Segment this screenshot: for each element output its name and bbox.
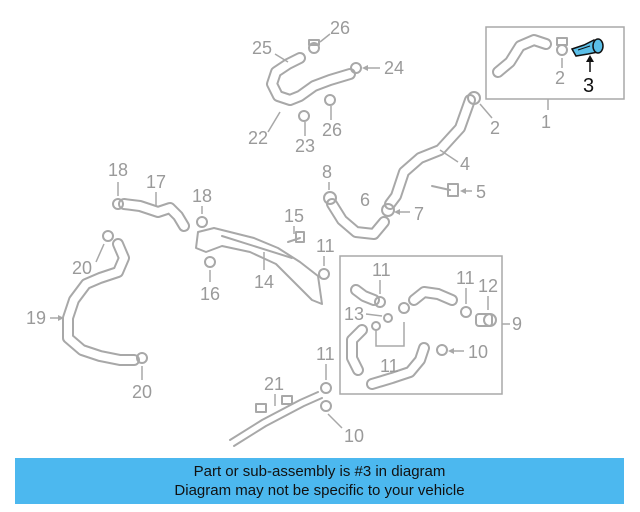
callout-22: 22 (248, 128, 268, 148)
valve-part-12 (475, 313, 497, 327)
callout-11b: 11 (372, 260, 391, 280)
highlighted-part-3 (570, 38, 604, 57)
hose-parts-in-box-9 (346, 284, 458, 390)
callout-10b: 10 (344, 426, 364, 446)
callout-19: 19 (26, 308, 46, 328)
hose-part-19 (62, 238, 140, 366)
callout-21: 21 (264, 374, 284, 394)
callout-20a: 20 (72, 258, 92, 278)
callout-4: 4 (460, 154, 470, 174)
callout-5: 5 (476, 182, 486, 202)
hose-part-17 (118, 198, 190, 232)
callout-1: 1 (541, 112, 551, 132)
callout-7: 7 (414, 204, 424, 224)
callout-15: 15 (284, 206, 304, 226)
callout-25: 25 (252, 38, 272, 58)
callout-18b: 18 (192, 186, 212, 206)
callout-13: 13 (344, 304, 364, 324)
hose-part-22-25 (266, 52, 356, 106)
hose-part-in-box-1 (492, 34, 552, 78)
callout-11c: 11 (456, 268, 475, 288)
callout-16: 16 (200, 284, 220, 304)
callout-8: 8 (322, 162, 332, 182)
banner-line-2: Diagram may not be specific to your vehi… (174, 482, 465, 499)
subassembly-box-9 (339, 255, 503, 395)
callout-11a: 11 (316, 236, 335, 256)
callout-20b: 20 (132, 382, 152, 402)
callout-6: 6 (360, 190, 370, 210)
callout-2b: 2 (490, 118, 500, 138)
banner-line-1: Part or sub-assembly is #3 in diagram (193, 463, 446, 480)
parts-diagram: 1 2 3 26 25 24 22 23 26 2 4 (26, 18, 625, 447)
callout-18a: 18 (108, 160, 128, 180)
callout-11e: 11 (316, 344, 335, 364)
callout-11d: 11 (380, 356, 399, 376)
callout-14: 14 (254, 272, 274, 292)
callout-26a: 26 (330, 18, 350, 38)
subassembly-box-1 (485, 26, 625, 100)
callout-10a: 10 (468, 342, 488, 362)
hose-part-6 (326, 198, 390, 240)
callout-26b: 26 (322, 120, 342, 140)
callout-24: 24 (384, 58, 404, 78)
callout-17: 17 (146, 172, 166, 192)
bolt-part-5 (431, 183, 459, 197)
callout-12: 12 (478, 276, 498, 296)
info-banner: Part or sub-assembly is #3 in diagram Di… (15, 458, 624, 504)
bracket-part-14 (195, 227, 323, 305)
callout-9: 9 (512, 314, 522, 334)
callout-23: 23 (295, 136, 315, 156)
callout-3: 3 (583, 75, 594, 97)
callout-2a: 2 (555, 68, 565, 88)
rail-part-21 (229, 391, 323, 447)
bolt-part-15 (287, 231, 305, 243)
clamp-part-2-box (556, 37, 568, 56)
pipe-part-4 (384, 94, 476, 210)
